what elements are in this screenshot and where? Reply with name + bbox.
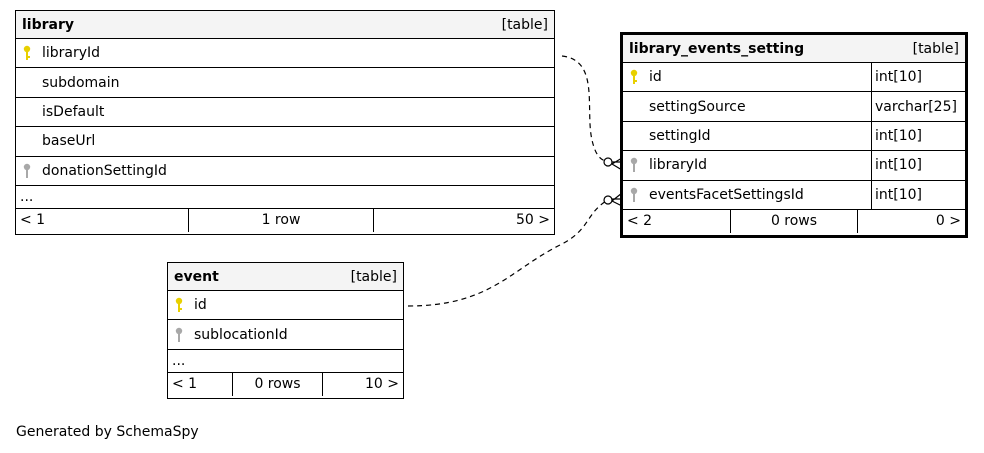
table-header[interactable]: event [table] bbox=[168, 263, 403, 291]
column-type: int[10] bbox=[871, 180, 965, 209]
column-type: int[10] bbox=[871, 151, 965, 180]
column-row[interactable]: sublocationId bbox=[168, 320, 403, 350]
column-type: int[10] bbox=[871, 121, 965, 151]
column-row[interactable]: eventsFacetSettingsId int[10] bbox=[623, 180, 965, 210]
column-row[interactable]: id bbox=[168, 291, 403, 321]
parent-count: < 2 bbox=[627, 213, 653, 230]
row-count: 0 rows bbox=[232, 372, 323, 396]
column-name: baseUrl bbox=[42, 133, 96, 150]
zero-cardinality-marker bbox=[603, 195, 613, 205]
column-name: settingId bbox=[649, 127, 711, 144]
column-name: subdomain bbox=[42, 74, 120, 91]
column-row[interactable]: isDefault bbox=[16, 98, 554, 128]
table-kind: [table] bbox=[350, 268, 397, 285]
table-library-events-setting[interactable]: library_events_setting [table] id int[10… bbox=[620, 32, 968, 238]
column-name: id bbox=[649, 69, 662, 86]
table-footer: < 2 0 rows 0 > bbox=[623, 209, 965, 233]
generated-by-credit: Generated by SchemaSpy bbox=[16, 424, 199, 440]
table-footer: < 1 0 rows 10 > bbox=[168, 372, 403, 396]
column-name: sublocationId bbox=[194, 326, 288, 343]
column-name: id bbox=[194, 297, 207, 314]
column-row[interactable]: libraryId bbox=[16, 39, 554, 69]
table-name: library_events_setting bbox=[629, 40, 805, 57]
column-name: libraryId bbox=[42, 45, 101, 62]
column-name: isDefault bbox=[42, 103, 105, 120]
column-type: varchar[25] bbox=[871, 92, 965, 121]
table-name: library bbox=[22, 16, 75, 33]
relationship-event-to-events-setting bbox=[407, 200, 607, 307]
column-row[interactable]: libraryId int[10] bbox=[623, 151, 965, 181]
column-name: donationSettingId bbox=[42, 162, 167, 179]
foreign-key-icon bbox=[22, 163, 42, 179]
child-count: 50 > bbox=[516, 212, 550, 229]
table-name: event bbox=[174, 268, 219, 285]
row-count: 0 rows bbox=[730, 209, 858, 233]
parent-count: < 1 bbox=[20, 212, 46, 229]
column-type: int[10] bbox=[871, 63, 965, 92]
table-kind: [table] bbox=[501, 16, 548, 33]
column-name: libraryId bbox=[649, 157, 708, 174]
more-columns-ellipsis: ... bbox=[16, 186, 554, 209]
parent-count: < 1 bbox=[172, 376, 198, 393]
table-event[interactable]: event [table] id sublocationId ... < 1 0… bbox=[167, 262, 404, 399]
column-row[interactable]: settingSource varchar[25] bbox=[623, 92, 965, 122]
foreign-key-icon bbox=[629, 157, 649, 173]
foreign-key-icon bbox=[629, 187, 649, 203]
table-header[interactable]: library_events_setting [table] bbox=[623, 35, 965, 63]
column-name: eventsFacetSettingsId bbox=[649, 186, 804, 203]
table-footer: < 1 1 row 50 > bbox=[16, 208, 554, 232]
table-library[interactable]: library [table] libraryId subdomain isDe… bbox=[15, 10, 555, 235]
relationship-library-to-events-setting bbox=[561, 55, 609, 163]
table-header[interactable]: library [table] bbox=[16, 11, 554, 39]
primary-key-icon bbox=[174, 297, 194, 313]
column-row[interactable]: subdomain bbox=[16, 68, 554, 98]
primary-key-icon bbox=[629, 69, 649, 85]
more-columns-ellipsis: ... bbox=[168, 350, 403, 373]
primary-key-icon bbox=[22, 45, 42, 61]
column-row[interactable]: id int[10] bbox=[623, 63, 965, 93]
child-count: 10 > bbox=[365, 376, 399, 393]
zero-cardinality-marker bbox=[603, 157, 613, 167]
foreign-key-icon bbox=[174, 327, 194, 343]
column-row[interactable]: baseUrl bbox=[16, 127, 554, 157]
table-kind: [table] bbox=[912, 40, 959, 57]
column-row[interactable]: donationSettingId bbox=[16, 157, 554, 186]
child-count: 0 > bbox=[935, 213, 961, 230]
row-count: 1 row bbox=[188, 208, 374, 232]
column-row[interactable]: settingId int[10] bbox=[623, 121, 965, 152]
column-name: settingSource bbox=[649, 98, 746, 115]
